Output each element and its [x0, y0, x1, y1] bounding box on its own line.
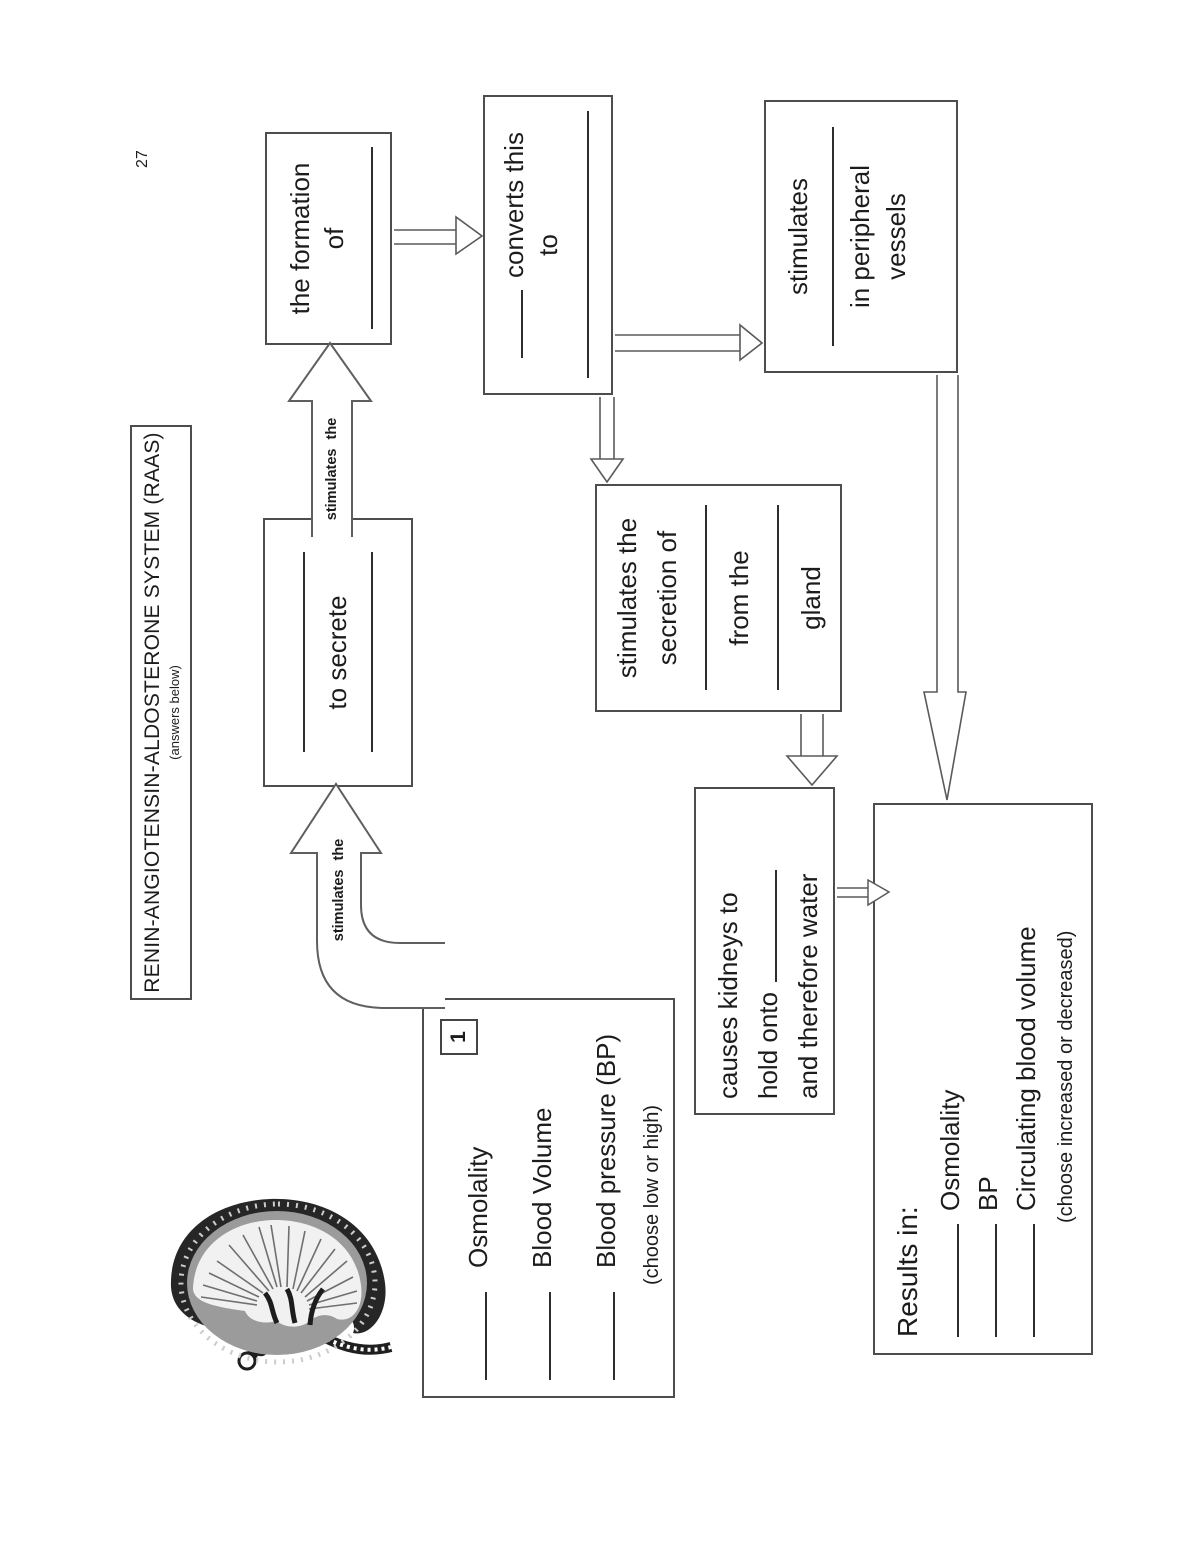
secretion-box: stimulates the secretion of from the gla…	[595, 484, 842, 712]
worksheet-title: RENIN-ANGIOTENSIN-ALDOSTERONE SYSTEM (RA…	[141, 432, 164, 993]
arrow-converts-to-secretion	[589, 397, 625, 484]
step-1-badge: 1	[440, 1019, 478, 1055]
arrow-triggers-to-secrete	[289, 782, 445, 1009]
answer-blank	[1007, 1224, 1035, 1337]
trigger-blood-volume-row: Blood Volume	[510, 1000, 574, 1380]
converts-box: converts this to	[483, 95, 613, 395]
results-note: (choose increased or decreased)	[1055, 930, 1077, 1223]
answer-blank	[749, 870, 777, 983]
triggers-box: 1 Osmolality Blood Volume Blood pressure…	[422, 998, 675, 1398]
arrow-secretion-to-kidneys	[785, 714, 839, 787]
answer-blank	[969, 1224, 997, 1337]
trigger-osmolality-row: Osmolality	[446, 1000, 510, 1380]
results-box: Results in: Osmolality BP Circulating bl…	[873, 803, 1093, 1355]
answer-blank	[777, 505, 779, 691]
answer-blank	[832, 127, 834, 346]
arrow-peripheral-to-results	[923, 375, 967, 801]
trigger-blood-pressure-row: Blood pressure (BP)	[574, 1000, 638, 1380]
answer-blank	[587, 1292, 615, 1380]
answer-blank	[931, 1224, 959, 1337]
arrow-converts-to-peripheral	[615, 323, 764, 362]
page-number: 27	[134, 150, 151, 168]
peripheral-box: stimulates in peripheral vessels	[764, 100, 958, 373]
result-bp-row: BP	[969, 805, 1007, 1337]
arrow-label-stimulates-1: stimulates the	[331, 838, 347, 942]
kidney-illustration	[170, 1198, 393, 1371]
formation-box: the formation of	[265, 132, 392, 345]
arrow-formation-to-converts	[394, 215, 484, 256]
worksheet-subtitle: (answers below)	[167, 665, 182, 760]
answer-blank	[705, 505, 707, 691]
renal-pyramids	[200, 1224, 358, 1310]
answer-blank	[459, 1292, 487, 1380]
kidneys-box: causes kidneys to hold onto and therefor…	[694, 787, 835, 1115]
answer-blank	[523, 1292, 551, 1380]
answer-blank	[587, 111, 589, 379]
secrete-box: to secrete	[263, 518, 413, 787]
result-blood-volume-row: Circulating blood volume	[1007, 805, 1045, 1337]
title-box: RENIN-ANGIOTENSIN-ALDOSTERONE SYSTEM (RA…	[130, 425, 192, 1000]
results-heading: Results in:	[892, 1206, 923, 1337]
answer-blank	[371, 147, 373, 330]
secrete-text: to secrete	[322, 595, 352, 710]
answer-blank	[303, 552, 305, 753]
result-osmolality-row: Osmolality	[931, 805, 969, 1337]
triggers-note: (choose low or high)	[641, 1104, 663, 1285]
answer-blank	[495, 289, 523, 358]
arrow-label-stimulates-2: stimulates the	[324, 417, 340, 521]
answer-blank	[371, 552, 373, 753]
